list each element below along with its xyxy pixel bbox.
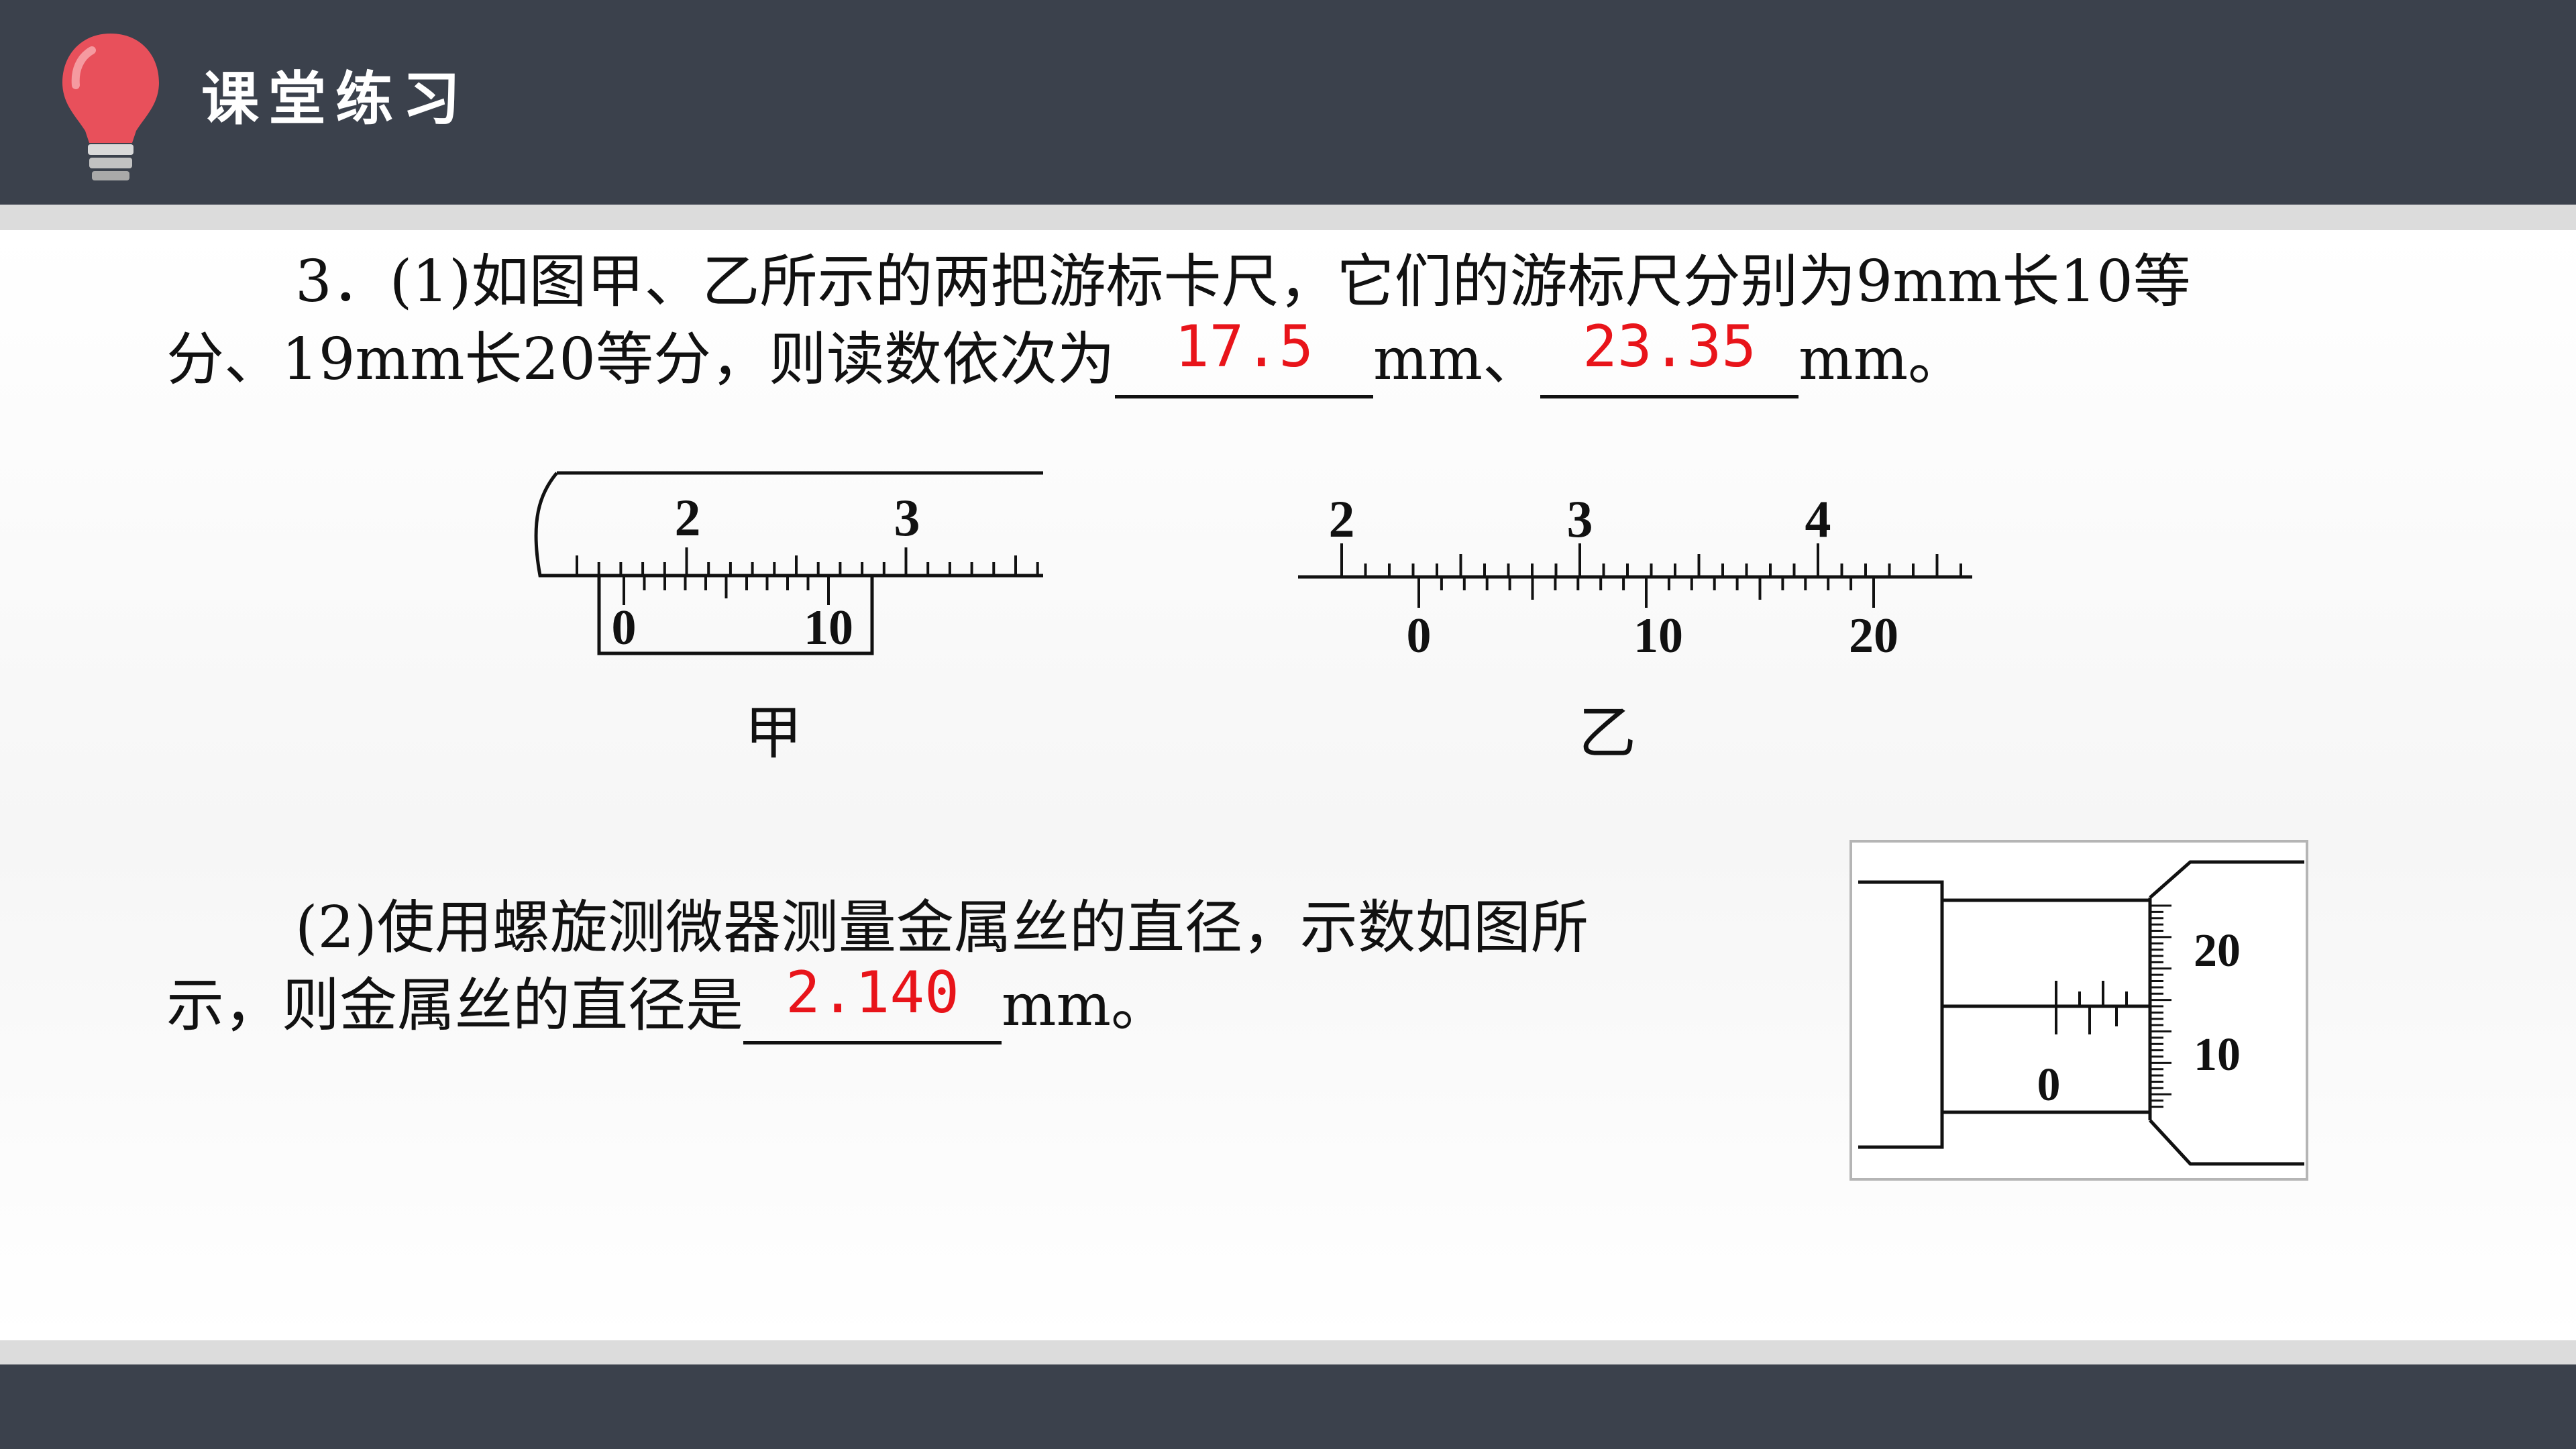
answer-3: 2.140 [786, 959, 959, 1026]
answer-blank-1: 17.5 [1114, 313, 1373, 398]
yi-vernier-label-0: 0 [1407, 608, 1432, 663]
answer-blank-3: 2.140 [743, 959, 1002, 1044]
q3-part1-line2-text: 分、19mm长20等分，则读数依次为 [166, 326, 1115, 393]
yi-vernier-label-10: 10 [1633, 608, 1683, 663]
micrometer-sleeve-label-0: 0 [2037, 1059, 2061, 1111]
unit-3: mm。 [1002, 972, 1169, 1039]
answer-1: 17.5 [1174, 313, 1314, 380]
footer-divider [0, 1340, 2576, 1364]
header-divider [0, 205, 2576, 230]
q3-part1-line1: 3．(1)如图甲、乙所示的两把游标卡尺，它们的游标尺分别为9mm长10等 [295, 248, 2191, 315]
unit-1: mm、 [1373, 326, 1541, 393]
yi-main-label-4: 4 [1805, 490, 1831, 548]
micrometer-figure: 0 20 10 [1849, 840, 2308, 1181]
answer-blank-2: 23.35 [1540, 313, 1799, 398]
q3-part1-line2: 分、19mm长20等分，则读数依次为 17.5 mm、 23.35 mm。 [166, 313, 1966, 398]
lightbulb-icon [62, 34, 159, 180]
jia-vernier-label-0: 0 [612, 600, 637, 655]
answer-2: 23.35 [1582, 313, 1757, 380]
q3-part2-line2: 示，则金属丝的直径是 2.140 mm。 [166, 959, 1169, 1044]
yi-main-label-2: 2 [1329, 490, 1355, 548]
footer-bar [0, 1364, 2576, 1449]
q3-part2-line2-text: 示，则金属丝的直径是 [166, 972, 743, 1039]
figure-yi-label: 乙 [1578, 700, 1636, 767]
header-bar [0, 0, 2576, 205]
caliper-yi-figure: 2 3 4 0 10 20 [1298, 490, 1972, 663]
yi-main-label-3: 3 [1567, 490, 1593, 548]
q3-part2-line1: (2)使用螺旋测微器测量金属丝的直径，示数如图所 [295, 894, 1589, 961]
jia-main-label-3: 3 [894, 488, 920, 547]
jia-vernier-label-10: 10 [804, 600, 853, 655]
figure-jia-label: 甲 [745, 700, 802, 767]
micrometer-thimble-label-10: 10 [2194, 1029, 2241, 1081]
yi-vernier-label-20: 20 [1849, 608, 1898, 663]
micrometer-thimble-label-20: 20 [2194, 925, 2241, 977]
page-title: 课堂练习 [201, 66, 470, 133]
unit-2: mm。 [1799, 326, 1966, 393]
caliper-jia-figure: 2 3 0 10 [534, 471, 1043, 655]
jia-main-label-2: 2 [675, 488, 701, 547]
